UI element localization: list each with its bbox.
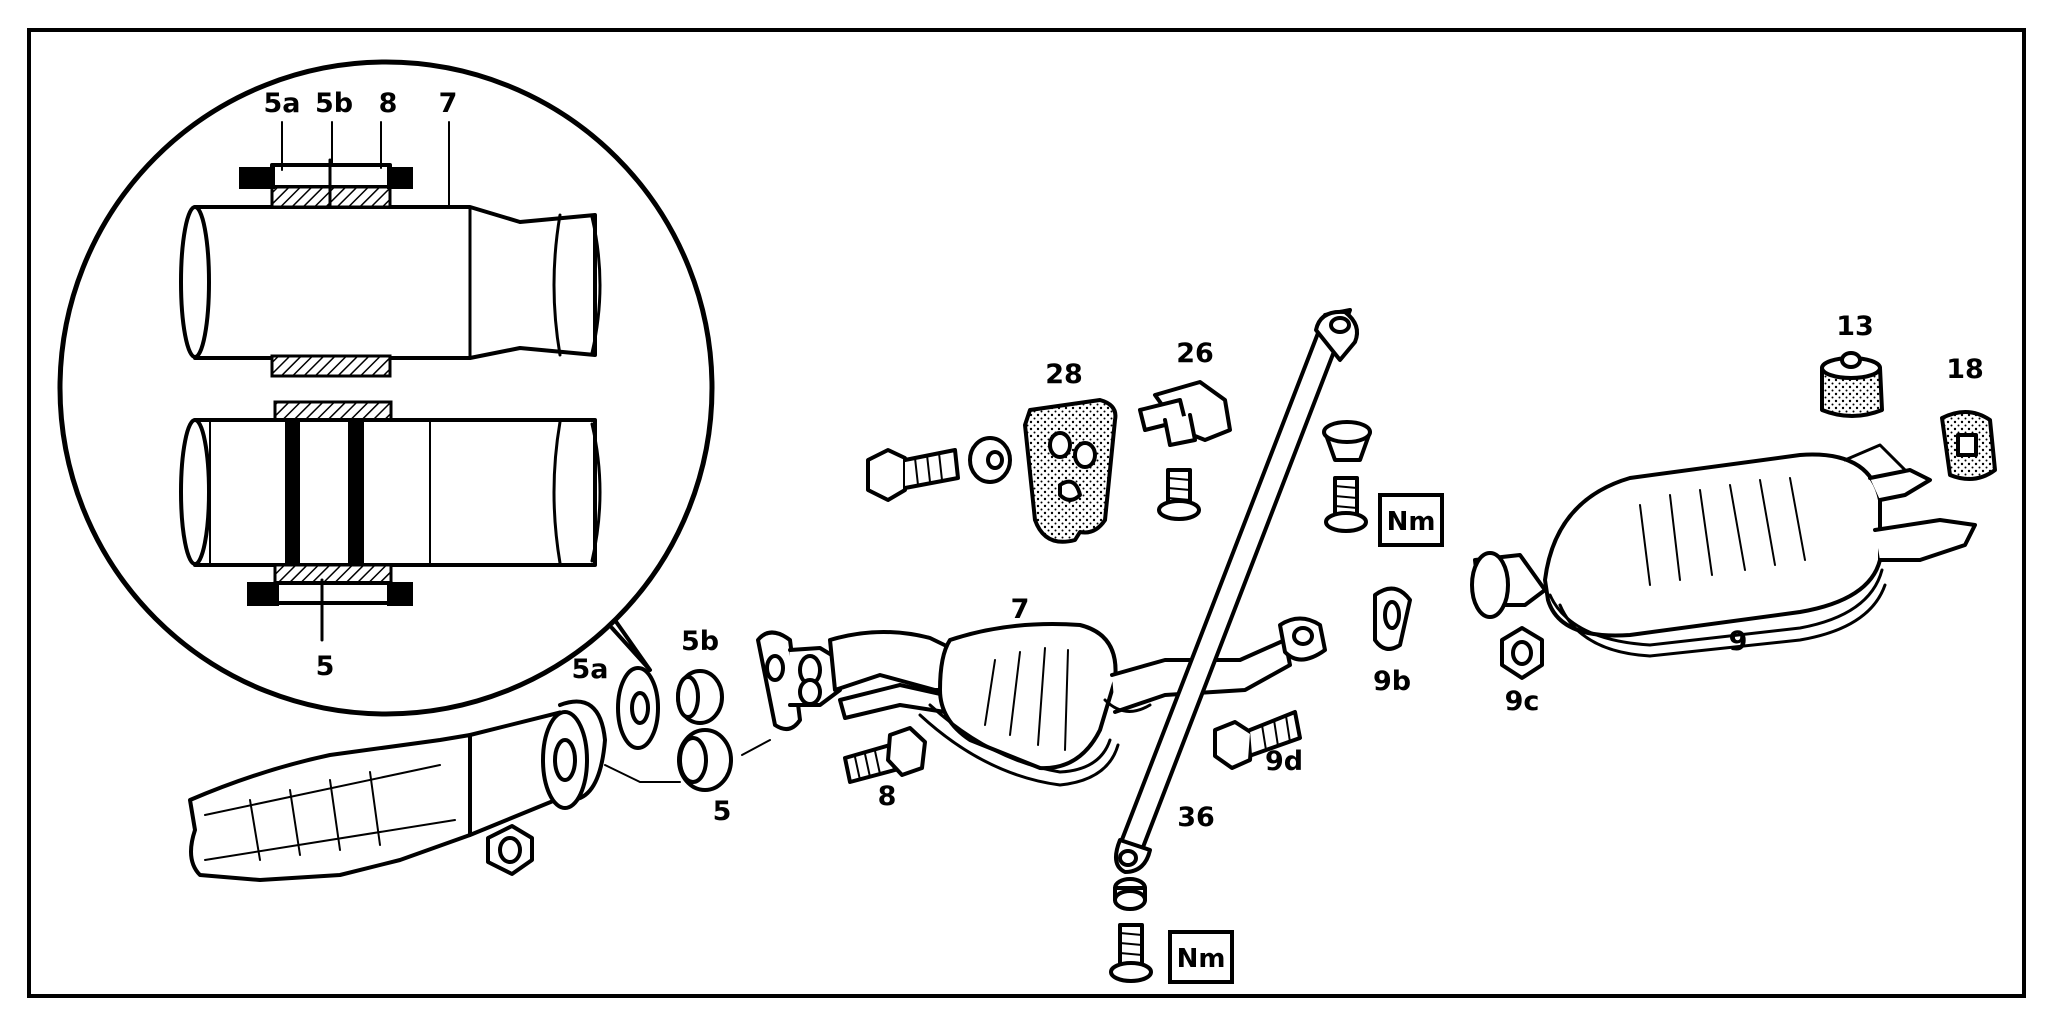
bolt-8 xyxy=(843,726,927,784)
callout-7-inset: 7 xyxy=(439,88,458,119)
bolt-upper-left xyxy=(866,448,960,502)
hex-nut-front xyxy=(486,824,534,876)
rubber-mount-28 xyxy=(1023,398,1118,544)
callout-26: 26 xyxy=(1176,338,1214,369)
callout-9d: 9d xyxy=(1265,746,1303,777)
bushing-5 xyxy=(677,728,733,792)
rubber-mount-18 xyxy=(1940,410,1997,481)
torque-box-upper: Nm xyxy=(1378,493,1444,547)
nut-9c xyxy=(1500,626,1544,680)
bolt-upper-right xyxy=(1324,476,1368,533)
front-flange-pipe xyxy=(756,630,842,731)
callout-5a-inset: 5a xyxy=(263,88,300,119)
inset-lower-section-view xyxy=(179,400,602,642)
gasket-5a xyxy=(616,666,660,750)
callout-9b: 9b xyxy=(1373,666,1411,697)
catalytic-converter xyxy=(188,699,681,882)
callout-9c: 9c xyxy=(1505,686,1540,717)
bolt-9d xyxy=(1213,710,1302,770)
torque-label-upper: Nm xyxy=(1387,507,1436,537)
diagram-frame xyxy=(27,28,2026,998)
support-bracket-36 xyxy=(1114,308,1359,874)
washer-lower xyxy=(1113,877,1147,911)
bolt-lower xyxy=(1109,923,1153,983)
detail-inset: 5a 5b 8 7 5 xyxy=(57,59,715,717)
callout-5: 5 xyxy=(713,796,732,827)
callout-13: 13 xyxy=(1836,311,1874,342)
callout-5b: 5b xyxy=(681,626,719,657)
hanger-bracket-26 xyxy=(1138,380,1232,521)
bushing-5b xyxy=(676,669,724,725)
callout-8: 8 xyxy=(878,781,897,812)
rubber-ring-13 xyxy=(1820,351,1884,418)
callout-7: 7 xyxy=(1011,594,1030,625)
rear-silencer xyxy=(1470,443,1977,658)
torque-box-lower: Nm xyxy=(1168,930,1234,984)
rubber-cup-upper xyxy=(1322,420,1372,462)
callout-9: 9 xyxy=(1729,626,1748,657)
callout-8-inset: 8 xyxy=(379,88,398,119)
gasket-9b xyxy=(1373,586,1412,651)
callout-36: 36 xyxy=(1177,802,1215,833)
callout-28: 28 xyxy=(1045,359,1083,390)
callout-5a: 5a xyxy=(571,654,608,685)
torque-label-lower: Nm xyxy=(1177,944,1226,974)
washer-upper xyxy=(968,436,1012,484)
callout-5b-inset: 5b xyxy=(315,88,353,119)
callout-5-inset: 5 xyxy=(316,651,335,682)
callout-18: 18 xyxy=(1946,354,1984,385)
